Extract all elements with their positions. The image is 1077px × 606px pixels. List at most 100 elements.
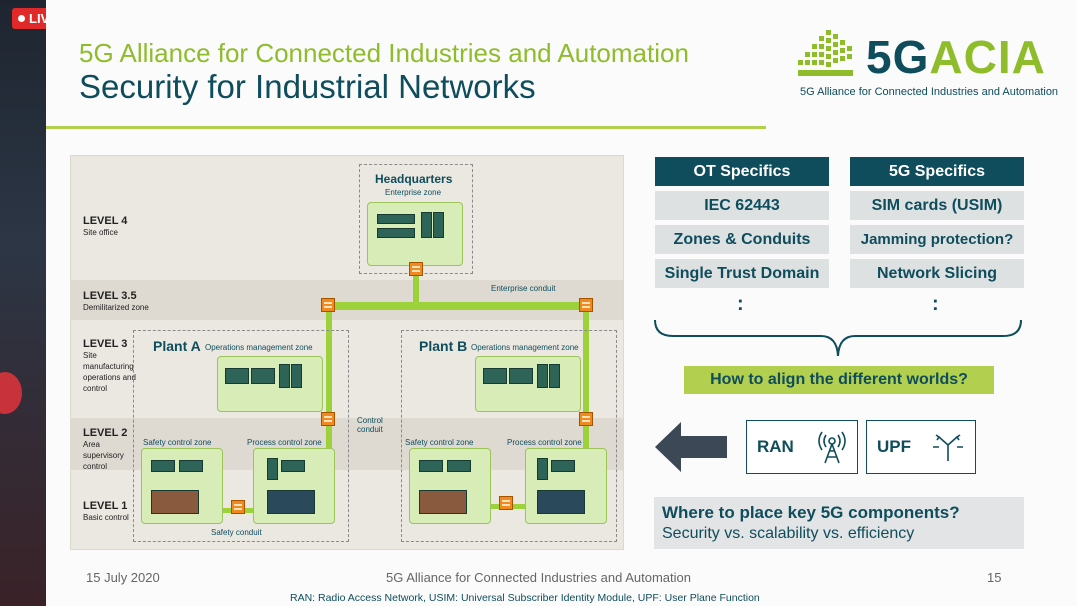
plant-b-safety-label: Safety control zone xyxy=(405,438,474,447)
video-side-panel xyxy=(0,0,46,606)
slide-title: Security for Industrial Networks xyxy=(79,68,536,105)
workstation-icon xyxy=(225,368,249,384)
workstation-icon xyxy=(509,368,533,384)
server-icon xyxy=(291,364,302,388)
antenna-icon xyxy=(818,431,846,464)
firewall-icon xyxy=(231,500,245,514)
5g-ellipsis: : xyxy=(932,293,939,315)
5g-item: Jamming protection? xyxy=(850,225,1024,254)
plc-icon xyxy=(267,490,315,514)
align-question-box: How to align the different worlds? xyxy=(684,366,994,394)
firewall-icon xyxy=(321,298,335,312)
safety-conduit-b xyxy=(451,504,586,509)
workstation-icon xyxy=(483,368,507,384)
placement-question-box: Where to place key 5G components? Securi… xyxy=(654,497,1024,549)
server-icon xyxy=(537,364,548,388)
upf-label: UPF xyxy=(877,437,911,456)
safety-plc-icon xyxy=(419,490,467,514)
plc-icon xyxy=(537,490,585,514)
footer-date: 15 July 2020 xyxy=(86,570,160,585)
firewall-icon xyxy=(579,298,593,312)
plant-b-pipe xyxy=(583,306,589,496)
plant-a-pipe xyxy=(326,306,332,516)
plant-a-zone xyxy=(133,330,349,542)
hmi-icon xyxy=(281,460,305,472)
logo-5g: 5G xyxy=(866,31,930,83)
enterprise-server xyxy=(433,212,444,238)
firewall-icon xyxy=(579,412,593,426)
hmi-icon xyxy=(151,460,175,472)
ran-label: RAN xyxy=(757,437,794,456)
enterprise-conduit-pipe xyxy=(325,302,589,310)
plant-a-ops-box xyxy=(217,356,323,412)
hmi-icon xyxy=(551,460,575,472)
enterprise-conduit-label: Enterprise conduit xyxy=(491,284,556,293)
server-icon xyxy=(279,364,290,388)
plant-b-process-label: Process control zone xyxy=(507,438,582,447)
plant-a-safety-conduit-label: Safety conduit xyxy=(211,528,262,537)
server-icon xyxy=(267,458,278,480)
enterprise-equipment xyxy=(377,228,415,238)
safety-conduit-a xyxy=(171,508,331,513)
5gacia-logo: 5GACIA 5G Alliance for Connected Industr… xyxy=(798,28,1060,102)
footer-organization: 5G Alliance for Connected Industries and… xyxy=(386,570,691,585)
plant-b-zone xyxy=(401,330,617,542)
logo-wordmark: 5GACIA xyxy=(866,30,1046,84)
ot-item: Zones & Conduits xyxy=(655,225,829,254)
plant-b-ops-label: Operations management zone xyxy=(471,343,579,352)
hmi-icon xyxy=(179,460,203,472)
enterprise-zone-label: Enterprise zone xyxy=(385,188,442,197)
upf-component-box: UPF xyxy=(866,420,976,474)
hmi-icon xyxy=(419,460,443,472)
curly-brace-icon xyxy=(654,319,1022,357)
left-arrow-icon xyxy=(655,422,727,472)
decorative-dot xyxy=(0,372,22,414)
plant-b-ops-box xyxy=(475,356,581,412)
slide-subtitle: 5G Alliance for Connected Industries and… xyxy=(79,38,689,68)
firewall-icon xyxy=(409,262,423,276)
hq-pipe xyxy=(413,264,419,306)
placement-question: Where to place key 5G components? xyxy=(662,503,960,522)
ot-item: IEC 62443 xyxy=(655,191,829,220)
workstation-icon xyxy=(251,368,275,384)
headquarters-label: Headquarters xyxy=(375,172,453,186)
logo-acia: ACIA xyxy=(929,31,1046,83)
plant-a-safety-label: Safety control zone xyxy=(143,438,212,447)
dmz-band xyxy=(71,280,623,320)
control-conduit-label: Control conduit xyxy=(357,416,383,434)
live-dot-icon xyxy=(18,15,25,22)
ot-ellipsis: : xyxy=(737,293,744,315)
5g-item: SIM cards (USIM) xyxy=(850,191,1024,220)
logo-grid-icon xyxy=(798,30,853,76)
routing-icon xyxy=(933,434,963,461)
5g-specifics-header: 5G Specifics xyxy=(850,157,1024,186)
server-icon xyxy=(537,458,548,480)
plant-a-label: Plant A xyxy=(153,338,201,354)
hmi-icon xyxy=(447,460,471,472)
firewall-icon xyxy=(499,496,513,510)
plant-b-label: Plant B xyxy=(419,338,468,354)
safety-plc-icon xyxy=(151,490,199,514)
placement-tradeoff: Security vs. scalability vs. efficiency xyxy=(662,525,915,542)
logo-subtitle: 5G Alliance for Connected Industries and… xyxy=(800,86,1059,98)
firewall-icon xyxy=(321,412,335,426)
plant-a-process-label: Process control zone xyxy=(247,438,322,447)
ot-item: Single Trust Domain xyxy=(655,259,829,288)
enterprise-equipment xyxy=(377,214,415,224)
plant-a-ops-label: Operations management zone xyxy=(205,343,313,352)
server-icon xyxy=(549,364,560,388)
abbreviation-footnote: RAN: Radio Access Network, USIM: Univers… xyxy=(290,592,760,604)
enterprise-server xyxy=(421,212,432,238)
title-divider xyxy=(46,126,766,129)
slide-number: 15 xyxy=(987,570,1002,585)
presentation-slide: 5G Alliance for Connected Industries and… xyxy=(46,0,1077,606)
ot-specifics-header: OT Specifics xyxy=(655,157,829,186)
ran-component-box: RAN xyxy=(746,420,858,474)
5g-item: Network Slicing xyxy=(850,259,1024,288)
